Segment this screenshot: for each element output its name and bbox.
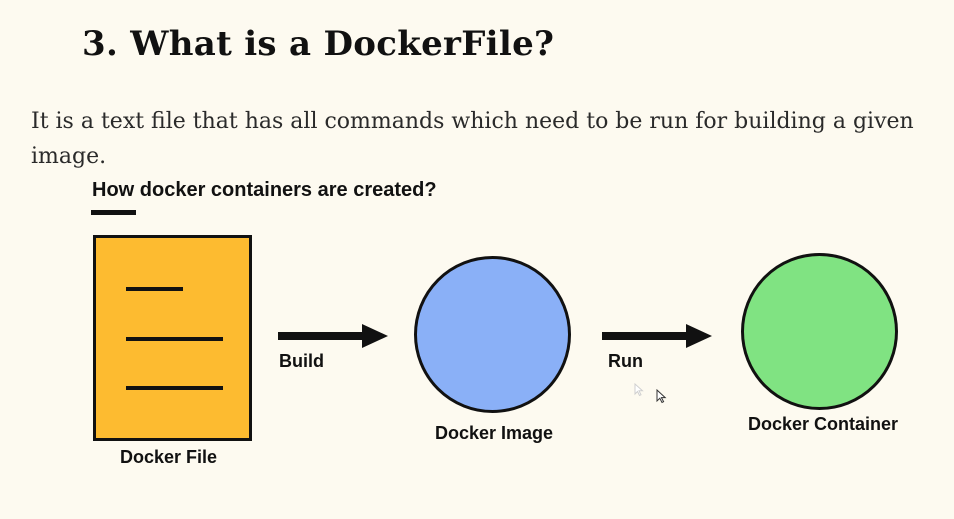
docker-container-label: Docker Container xyxy=(748,414,899,434)
run-arrow xyxy=(602,324,712,348)
document-line xyxy=(126,337,223,341)
docker-image-label: Docker Image xyxy=(435,423,554,443)
docker-file-node xyxy=(93,235,252,441)
build-arrow xyxy=(278,324,388,348)
heading-underline xyxy=(91,210,136,215)
run-label: Run xyxy=(608,351,643,371)
docker-file-label: Docker File xyxy=(120,447,218,467)
build-label: Build xyxy=(279,351,324,371)
mouse-pointer-icon xyxy=(656,389,667,404)
docker-container-node xyxy=(741,253,898,410)
slide-title: 3. What is a DockerFile? xyxy=(82,24,555,64)
faint-cursor-icon xyxy=(634,383,644,397)
document-line xyxy=(126,287,183,291)
document-line xyxy=(126,386,223,390)
slide-body-text: It is a text file that has all commands … xyxy=(31,109,914,169)
docker-image-node xyxy=(414,256,571,413)
diagram-heading: How docker containers are created? xyxy=(92,179,437,201)
